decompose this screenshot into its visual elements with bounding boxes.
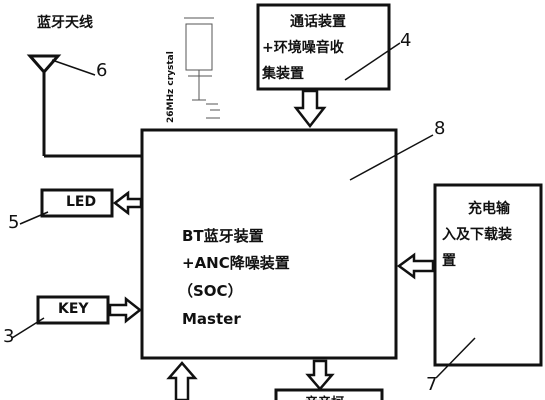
ref-number-7: 7 bbox=[426, 374, 438, 395]
call-device-line1: 通话装置 bbox=[290, 14, 346, 30]
key-label: KEY bbox=[58, 301, 89, 317]
soc-line3: （SOC） bbox=[178, 282, 243, 300]
leader-8 bbox=[349, 134, 434, 181]
soc-line1: BT蓝牙装置 bbox=[182, 227, 264, 245]
soc-line4: Master bbox=[182, 310, 241, 328]
leader-lines bbox=[11, 42, 476, 379]
key-box bbox=[36, 295, 110, 325]
soc-box bbox=[140, 128, 398, 360]
led-label: LED bbox=[66, 194, 97, 210]
ref-number-4: 4 bbox=[400, 30, 412, 51]
ref-number-5: 5 bbox=[8, 212, 20, 233]
arrow-down-call bbox=[293, 89, 327, 129]
arrow-up-bottom bbox=[166, 361, 198, 400]
crystal-icon bbox=[184, 17, 220, 119]
leader-7 bbox=[435, 337, 476, 379]
led-box bbox=[40, 188, 114, 218]
leader-6 bbox=[51, 59, 96, 76]
arrow-down-bottom bbox=[305, 359, 335, 391]
arrow-left-charge bbox=[396, 252, 435, 280]
bottom-partial-label: 音音柯 bbox=[305, 392, 344, 400]
bottom-box bbox=[274, 388, 384, 400]
charge-device-box bbox=[433, 183, 543, 367]
leader-3 bbox=[11, 317, 45, 339]
crystal-label: 26MHz crystal bbox=[166, 51, 176, 123]
ref-number-8: 8 bbox=[434, 118, 446, 139]
ref-number-3: 3 bbox=[3, 326, 15, 347]
antenna-icon bbox=[26, 54, 142, 158]
charge-line3: 置 bbox=[442, 253, 456, 269]
soc-line2: +ANC降噪装置 bbox=[182, 254, 290, 272]
leader-5 bbox=[19, 211, 49, 225]
call-device-line2: +环境噪音收 bbox=[262, 40, 344, 56]
charge-line2: 入及下载装 bbox=[442, 227, 512, 243]
ref-number-6: 6 bbox=[96, 60, 108, 81]
arrow-right-key bbox=[108, 296, 143, 324]
leader-4 bbox=[344, 42, 401, 81]
antenna-label: 蓝牙天线 bbox=[37, 15, 93, 31]
call-device-box bbox=[256, 3, 391, 91]
arrow-left-led bbox=[112, 190, 143, 216]
charge-line1: 充电输 bbox=[468, 201, 510, 217]
call-device-line3: 集装置 bbox=[262, 66, 304, 82]
